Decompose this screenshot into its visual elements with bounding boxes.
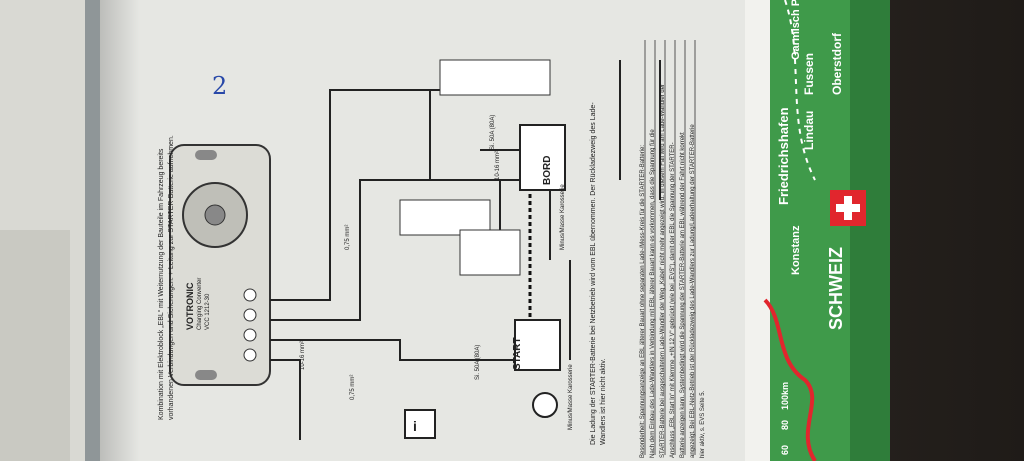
terminal-4 — [243, 348, 257, 362]
info-line-1: Die Ladung der STARTER-Batterie bei Netz… — [590, 102, 597, 445]
wire-label-1: 10-16 mm² — [300, 340, 306, 370]
fan-hub — [204, 204, 226, 226]
minus-mass-1: Minus/Masse Karosserie — [568, 364, 574, 430]
note-line-5: Batterie anzeigen kann. Systembedingt wi… — [680, 132, 686, 458]
note-line-1: Besonderheit: Spannungsanzeige an EBL äl… — [640, 144, 646, 458]
ebl-box — [439, 59, 551, 96]
note-line-6: angezeigt. Bei EBL-Netz-Betrieb ist der … — [690, 124, 696, 458]
wire-label-4: 10-16 mm² — [495, 150, 501, 180]
info-icon: i — [413, 418, 417, 434]
note-line-2: Nach dem Einbau des Lade-Wandlers in Ver… — [650, 129, 656, 458]
note-line-7: hier aktiv, s. EVS Seite 5. — [700, 390, 706, 458]
country-border — [763, 298, 817, 461]
wire-label-2: 0,75 mm² — [345, 224, 351, 250]
start-label: START — [512, 337, 523, 370]
wires — [270, 60, 661, 440]
city-fussen: Fussen — [802, 52, 816, 95]
flag-cross-h — [836, 204, 860, 212]
wire-label-3: 0,75 mm² — [350, 374, 356, 400]
minus-mass-2: Minus/Masse Karosserie — [560, 184, 566, 250]
note-line-3: STARTER-Batterie bei ausgeschaltetem Lad… — [660, 83, 666, 458]
existing-wire-box — [399, 199, 491, 236]
page-shadow — [100, 0, 140, 461]
alternator-icon — [532, 392, 558, 418]
info-box — [404, 409, 436, 439]
bord-label: BORD — [542, 155, 553, 185]
wiring-diagram — [169, 40, 696, 455]
brand-label: VOTRONIC — [185, 282, 195, 330]
road-line — [784, 0, 816, 181]
city-friedrichshafen: Friedrichshafen — [776, 107, 791, 205]
note-lines — [644, 40, 696, 455]
central-connection-box — [459, 229, 521, 276]
city-konstanz: Konstanz — [790, 225, 802, 276]
map-scale-100: 100km — [780, 381, 790, 410]
start-battery — [514, 319, 561, 371]
info-line-2: Wandlers ist hier nicht aktiv. — [600, 358, 607, 445]
step-heading-2: vorhandenen Verbindungen und Sicherungen… — [168, 135, 175, 420]
mount-slot-top — [195, 150, 217, 160]
terminal-3 — [243, 328, 257, 342]
note-line-4: Anschluss „EBL Start In“ mit Klemme „+IN… — [670, 142, 676, 458]
left-book-page-lower — [0, 230, 70, 461]
step-heading-1: Kombination mit Elektroblock „EBL“ mit W… — [158, 148, 165, 420]
city-lindau: Lindau — [802, 110, 816, 150]
mount-slot-bottom — [195, 370, 217, 380]
converter-box — [169, 144, 271, 386]
product-label: Charging Converter — [197, 277, 203, 330]
map-border — [745, 0, 770, 461]
country-label: SCHWEIZ — [826, 247, 846, 330]
fuse-bord-label: Si. 50A (80A) — [490, 114, 496, 150]
terminal-1 — [243, 288, 257, 302]
city-oberstdorf: Oberstdorf — [830, 32, 844, 95]
map-scale-60: 60 — [780, 444, 790, 455]
map-scale-80: 80 — [780, 419, 790, 430]
terminal-2 — [243, 308, 257, 322]
map-graphics — [763, 0, 866, 461]
fuse-start-label: Si. 50A (80A) — [475, 344, 481, 380]
model-label: VCC 1212-30 — [205, 293, 211, 330]
handwritten-number: 2 — [212, 72, 228, 100]
map-dark-region — [850, 0, 890, 461]
bord-battery — [519, 124, 566, 191]
city-garmisch: Garmisch Partenk — [790, 0, 802, 60]
